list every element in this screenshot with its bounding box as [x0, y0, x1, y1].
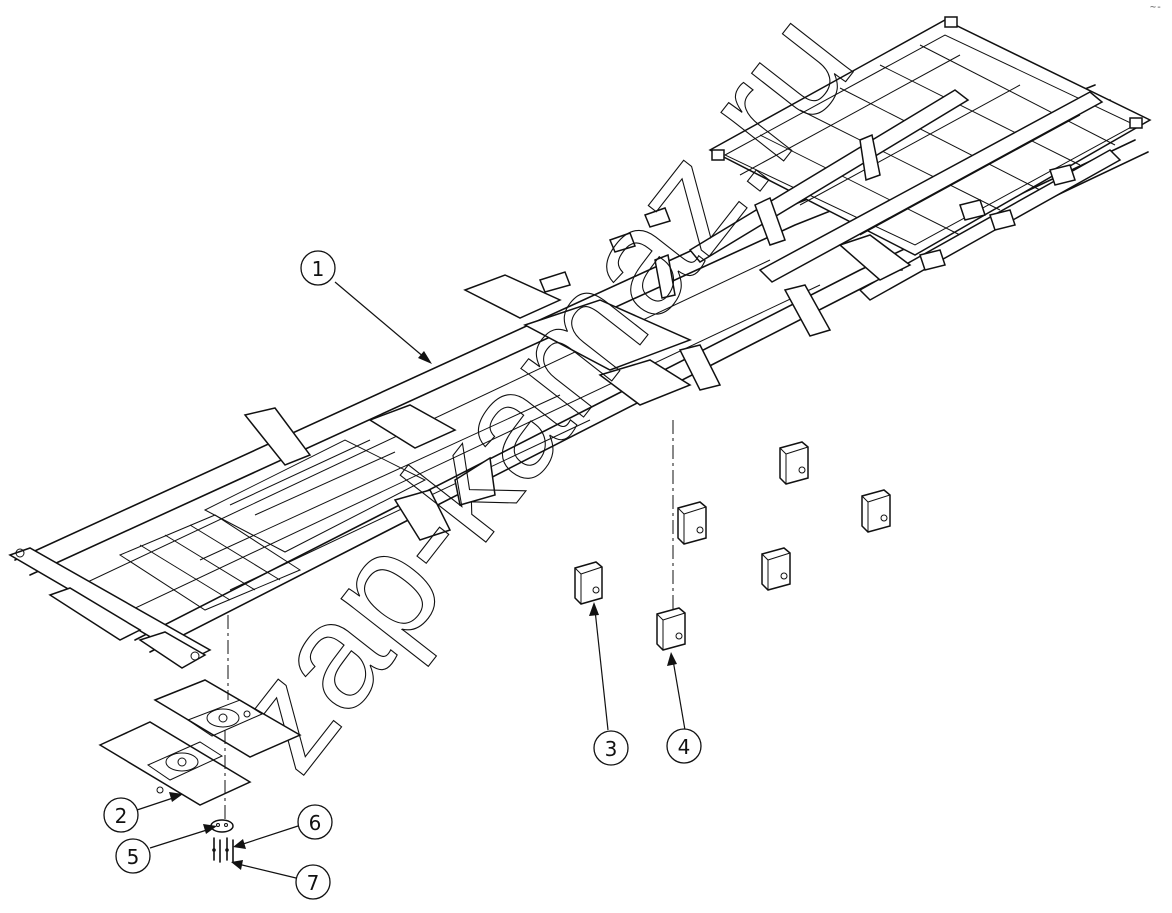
callout-7: 7	[295, 864, 331, 900]
leader-3	[594, 609, 609, 731]
leader-5-arrow	[203, 824, 217, 834]
leader-5	[149, 828, 211, 849]
watermark-text: zap-kamaz.ru	[193, 0, 885, 800]
leader-1-arrow	[418, 351, 432, 364]
leader-4-arrow	[667, 652, 677, 666]
callout-2-label: 2	[115, 804, 128, 828]
pad-part-4	[656, 607, 686, 651]
callout-1: 1	[300, 250, 336, 286]
bolts-part-6-7	[212, 837, 234, 863]
corner-mark: ~-	[1150, 2, 1162, 13]
leader-4	[672, 659, 686, 731]
rubber-pads	[574, 441, 891, 651]
callout-5: 5	[115, 838, 151, 874]
leader-2-arrow	[169, 792, 183, 802]
pad	[861, 489, 891, 533]
callout-6: 6	[297, 804, 333, 840]
callout-2: 2	[103, 797, 139, 833]
callout-1-label: 1	[312, 257, 325, 281]
callout-4-label: 4	[678, 735, 691, 759]
leader-2	[136, 796, 177, 811]
chassis-frame	[8, 16, 1152, 669]
callout-3: 3	[593, 730, 629, 766]
pad	[779, 441, 809, 485]
pad-part-3	[574, 561, 603, 605]
leader-1	[334, 281, 426, 359]
callout-4: 4	[666, 728, 702, 764]
callout-leaders	[136, 281, 686, 879]
callout-5-label: 5	[127, 845, 140, 869]
leader-7	[237, 863, 297, 879]
callout-3-label: 3	[605, 737, 618, 761]
leader-6-arrow	[233, 839, 246, 849]
leader-3-arrow	[589, 602, 599, 616]
leader-7-arrow	[231, 860, 243, 870]
callout-6-label: 6	[309, 811, 322, 835]
pad	[761, 547, 791, 591]
mounting-plates	[98, 679, 302, 806]
callout-7-label: 7	[307, 871, 320, 895]
pad	[677, 501, 707, 545]
leader-6	[239, 825, 299, 846]
